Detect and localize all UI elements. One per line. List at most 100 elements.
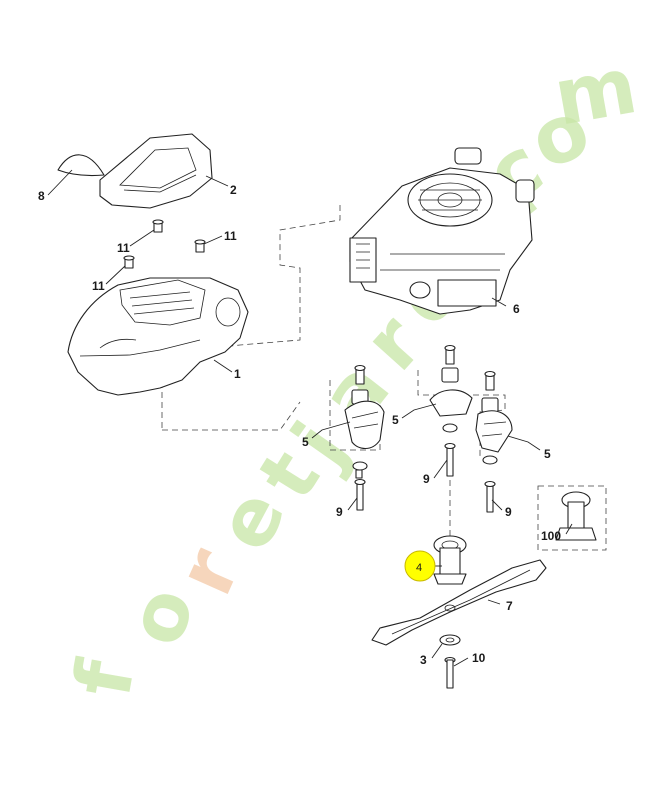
- leader-3: [431, 643, 443, 659]
- leader-8: [47, 169, 73, 196]
- callout-3: 3: [420, 653, 427, 667]
- blade-center-hole: [444, 604, 456, 612]
- callout-2: 2: [230, 183, 237, 197]
- engine-spark-plug: [409, 281, 431, 299]
- bolt-head: [484, 480, 496, 488]
- leader-10: [453, 657, 469, 667]
- callout-9c: 9: [505, 505, 512, 519]
- hood-detail: [99, 338, 137, 349]
- option-box-100: [537, 485, 607, 551]
- callout-8: 8: [38, 189, 45, 203]
- leader-5b: [401, 403, 437, 419]
- part-11-screws: [123, 219, 206, 269]
- engine-fan-fins: [418, 189, 482, 211]
- callout-9b: 9: [336, 505, 343, 519]
- leader-5c: [507, 435, 541, 451]
- bolt-head: [354, 364, 366, 372]
- bolt-left-top: [354, 364, 366, 385]
- blade-edge: [391, 569, 531, 635]
- callout-6: 6: [513, 302, 520, 316]
- bolt-head: [444, 442, 456, 450]
- engine-filter-ribs: [356, 243, 370, 269]
- bolt-head: [444, 344, 456, 352]
- leader-100: [565, 523, 573, 535]
- leader-5a: [311, 421, 351, 439]
- engine-oil-cap: [515, 179, 535, 203]
- adapter-100-base: [555, 527, 597, 541]
- engine-body-lines: [380, 253, 505, 271]
- callout-11a: 11: [117, 241, 130, 255]
- callout-9a: 9: [423, 472, 430, 486]
- leader-lines: [47, 169, 573, 667]
- hood-grille-slats: [129, 291, 195, 315]
- bracket-left: [344, 400, 385, 450]
- leader-6: [491, 297, 507, 307]
- callout-4: 4: [416, 562, 422, 574]
- callout-labels: 8 2 11 11 11 1 6 5 5 5 9 9 9 100 4 7 3 1…: [38, 183, 561, 667]
- leader-7: [487, 599, 501, 605]
- bolt-head: [484, 370, 496, 378]
- bolt-shank: [446, 445, 454, 477]
- washer-hole: [445, 637, 455, 643]
- callout-11c: 11: [92, 279, 105, 293]
- guide-line-hood-bottom: [162, 401, 301, 431]
- part-4-blade-adapter: [433, 535, 467, 585]
- cap-body: [57, 154, 105, 177]
- leader-9a: [433, 459, 448, 479]
- hood-cover-body: [99, 133, 213, 209]
- leader-1: [213, 359, 233, 373]
- hood-cover-recess: [119, 147, 197, 189]
- bolt-9-left: [354, 478, 366, 511]
- part-3-washer: [439, 634, 461, 646]
- part-6-engine: [349, 147, 535, 315]
- bolt-right-top: [484, 370, 496, 391]
- bolt-shank: [356, 481, 364, 511]
- part-100-adapter: [555, 491, 597, 541]
- bracket-right-detail: [481, 421, 507, 437]
- adapter-100-body: [567, 501, 585, 529]
- hood-cover-edge: [123, 174, 197, 193]
- callout-11b: 11: [224, 229, 237, 243]
- bolt-shank: [446, 659, 454, 689]
- bracket-right: [475, 410, 513, 453]
- guide-line-right-assembly: [417, 370, 506, 456]
- screw-top: [194, 239, 206, 245]
- screw-top: [123, 255, 135, 261]
- hood-body: [67, 277, 249, 396]
- callout-5b: 5: [392, 413, 399, 427]
- callout-1: 1: [234, 367, 241, 381]
- bolt-shank: [486, 483, 494, 513]
- hood-oil-cap-recess: [215, 297, 241, 327]
- part-1-hood: [67, 277, 249, 396]
- leader-11b: [203, 235, 223, 245]
- hood-grille: [119, 279, 206, 326]
- screw-11-left: [123, 255, 135, 269]
- nut-right: [481, 397, 499, 413]
- leader-9c: [491, 499, 503, 511]
- leader-11c: [105, 265, 126, 285]
- screw-top: [152, 219, 164, 225]
- highlight-circle: [404, 550, 436, 582]
- right-assembly: [429, 344, 513, 513]
- callout-5c: 5: [544, 447, 551, 461]
- bracket-center: [429, 389, 473, 417]
- part-7-blade: [371, 559, 547, 646]
- callout-7: 7: [506, 599, 513, 613]
- watermark-letter: f: [58, 653, 153, 703]
- leader-11a: [129, 229, 155, 247]
- engine-muffler: [437, 279, 497, 307]
- callout-5a: 5: [302, 435, 309, 449]
- washer-left-body: [355, 469, 363, 479]
- watermark-letter: o: [110, 577, 212, 656]
- watermark-letter: m: [548, 41, 644, 144]
- callout-100: 100: [541, 529, 561, 543]
- leader-2: [205, 175, 229, 187]
- washer-body: [439, 634, 461, 646]
- adapter-base: [433, 573, 467, 585]
- callout-10: 10: [472, 651, 486, 665]
- bracket-left-detail: [351, 411, 379, 429]
- bolt-head: [354, 478, 366, 486]
- washer-center: [442, 423, 458, 433]
